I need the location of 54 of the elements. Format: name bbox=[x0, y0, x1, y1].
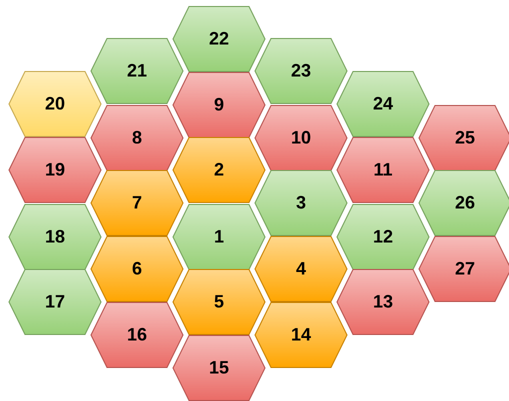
hex-number: 6 bbox=[132, 258, 142, 280]
hex-number: 14 bbox=[290, 324, 312, 346]
hexagon bbox=[255, 105, 347, 171]
hex-number: 18 bbox=[44, 226, 66, 248]
hex-number: 7 bbox=[132, 192, 142, 214]
hex-number: 3 bbox=[296, 192, 306, 214]
hex-number: 23 bbox=[290, 60, 312, 82]
hexagon bbox=[9, 269, 101, 335]
hexagon bbox=[337, 71, 429, 137]
hex-number: 9 bbox=[214, 94, 224, 116]
hex-number: 22 bbox=[208, 28, 230, 50]
hexagon bbox=[173, 137, 265, 203]
hex-number: 13 bbox=[372, 292, 394, 312]
hex-number: 5 bbox=[214, 292, 224, 312]
hexagon bbox=[91, 38, 183, 104]
hex-number: 19 bbox=[44, 160, 66, 180]
hexagon bbox=[173, 6, 265, 72]
hexagon bbox=[91, 105, 183, 171]
hexagon bbox=[255, 236, 347, 302]
hexagon bbox=[337, 137, 429, 203]
hex-number: 17 bbox=[44, 292, 66, 312]
hexagon bbox=[9, 204, 101, 270]
hexagon bbox=[255, 170, 347, 236]
hexagon bbox=[173, 72, 265, 138]
hex-number: 2 bbox=[214, 160, 224, 180]
hex-number: 1 bbox=[214, 226, 224, 248]
hexagon bbox=[337, 269, 429, 335]
hexagon bbox=[337, 204, 429, 270]
hexagon bbox=[255, 38, 347, 104]
hex-number: 15 bbox=[208, 358, 230, 378]
hex-number: 16 bbox=[126, 324, 148, 346]
hexagon bbox=[255, 302, 347, 368]
hexagon bbox=[173, 335, 265, 401]
hexagon bbox=[419, 170, 509, 236]
hex-number: 11 bbox=[373, 160, 393, 180]
hexagon bbox=[173, 269, 265, 335]
hex-number: 24 bbox=[372, 94, 394, 114]
hexagon bbox=[9, 137, 101, 203]
hexagon bbox=[91, 236, 183, 302]
hex-number: 21 bbox=[126, 60, 148, 82]
hexagon bbox=[9, 71, 101, 137]
hex-number: 27 bbox=[454, 258, 476, 280]
hex-number: 10 bbox=[290, 128, 312, 148]
hex-number: 12 bbox=[372, 226, 394, 248]
hexagon bbox=[419, 105, 509, 171]
hexagon bbox=[91, 302, 183, 368]
hex-number: 20 bbox=[44, 94, 66, 114]
hex-number: 4 bbox=[296, 258, 306, 280]
hexagon bbox=[173, 204, 265, 270]
hex-number: 25 bbox=[454, 128, 476, 148]
hexagon bbox=[419, 236, 509, 302]
hex-number: 26 bbox=[454, 192, 476, 214]
hexagon bbox=[91, 170, 183, 236]
hex-number: 8 bbox=[132, 128, 142, 148]
